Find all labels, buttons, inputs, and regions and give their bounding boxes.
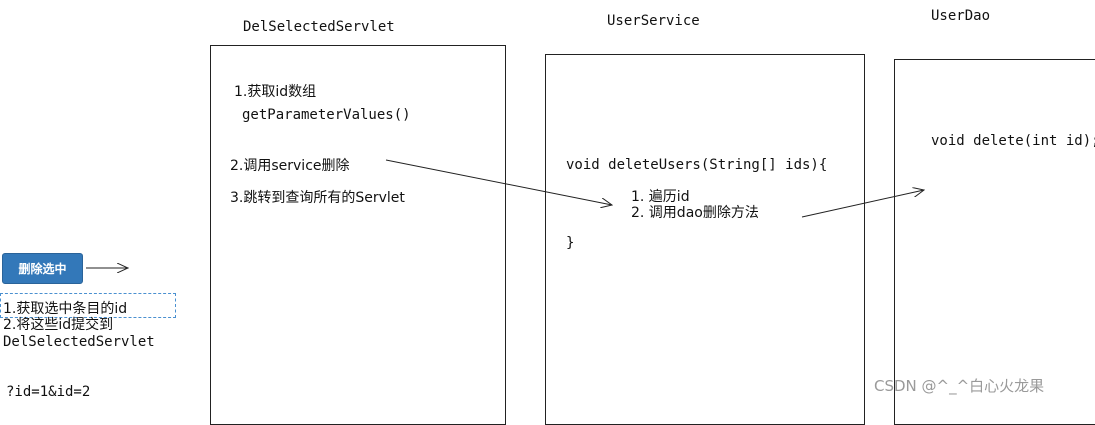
csdn-watermark: CSDN @^_^白心火龙果	[874, 377, 1045, 395]
dao-box	[894, 59, 1095, 425]
servlet-step-3: 3.跳转到查询所有的Servlet	[230, 190, 405, 206]
service-signature: void deleteUsers(String[] ids){	[566, 157, 828, 173]
servlet-step-2: 2.调用service删除	[230, 158, 350, 174]
client-note-3: DelSelectedServlet	[3, 334, 155, 350]
selection-outline	[0, 293, 176, 318]
servlet-step-1: 1.获取id数组	[234, 84, 317, 100]
dao-title: UserDao	[931, 8, 991, 24]
client-note-1: 1.获取选中条目的id	[3, 301, 128, 317]
servlet-step-1-method: getParameterValues()	[242, 107, 411, 123]
service-closing-brace: }	[566, 235, 575, 251]
service-step-2: 2. 调用dao删除方法	[631, 205, 759, 221]
servlet-box	[210, 45, 506, 425]
service-step-1: 1. 遍历id	[631, 189, 690, 205]
dao-signature: void delete(int id);	[931, 133, 1095, 149]
service-title: UserService	[607, 13, 700, 29]
service-box	[545, 54, 865, 425]
servlet-title: DelSelectedServlet	[243, 19, 395, 35]
delete-selected-button[interactable]: 删除选中	[2, 253, 83, 284]
query-string: ?id=1&id=2	[6, 384, 91, 400]
client-note-2: 2.将这些id提交到	[3, 317, 114, 333]
